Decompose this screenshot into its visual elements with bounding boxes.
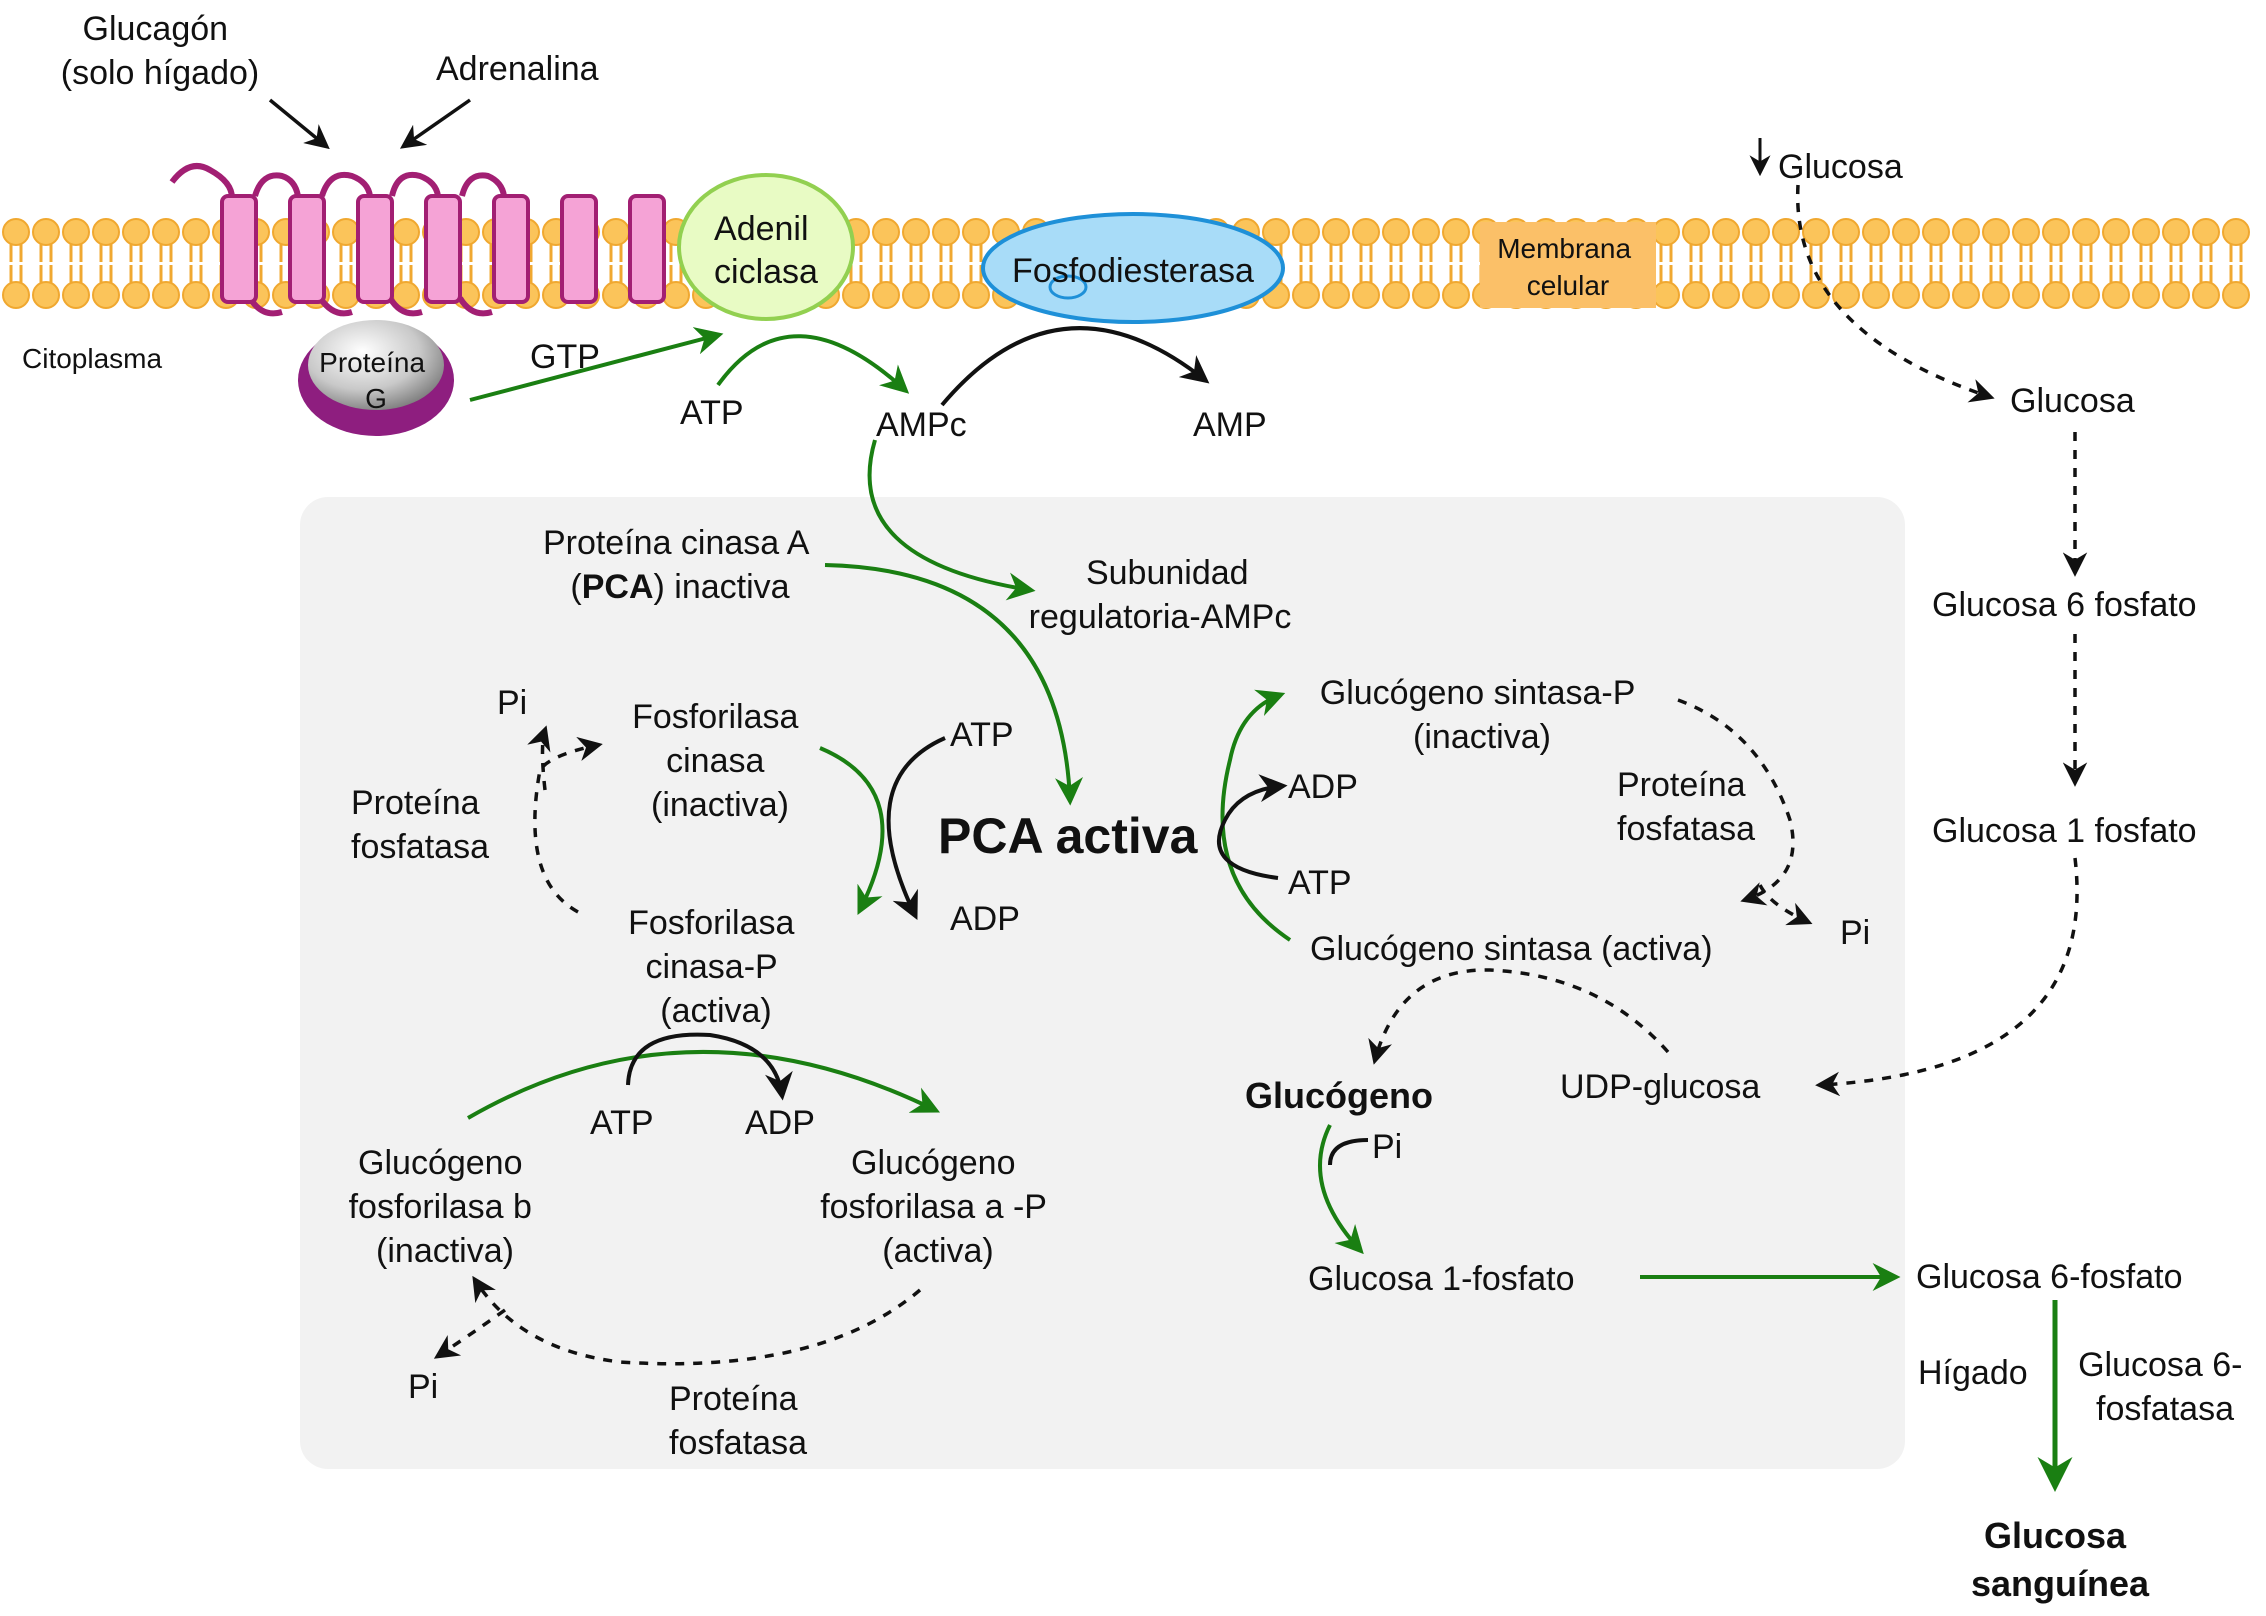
glycogen-to-g1p-arrow <box>1318 1124 1364 1255</box>
adenylyl-cyclase: Adenil ciclasa <box>677 173 855 321</box>
atp-to-adp-right-arrow <box>1217 774 1288 880</box>
receptor-helix <box>424 194 462 304</box>
glycogen-label: Glucógeno <box>1245 1075 1433 1116</box>
adenylyl-cyclase-label: Adenil ciclasa <box>714 210 818 291</box>
phosphorylase-dephosphorylation-arrow <box>472 1275 922 1366</box>
kinase-activation-arrow <box>819 746 885 916</box>
adrenaline-arrow <box>399 98 472 149</box>
phosphodiesterase: Fosfodiesterasa <box>981 212 1285 324</box>
udp-to-glycogen-arrow <box>1368 968 1670 1065</box>
g6p-label: Glucosa 6-fosfato <box>1916 1258 2182 1296</box>
adp-left-label: ADP <box>950 900 1020 938</box>
g6p-right-label: Glucosa 6 fosfato <box>1932 586 2197 624</box>
receptor-helix <box>288 194 326 304</box>
protein-phosphatase-bottom-label: Proteína fosfatasa <box>669 1380 807 1462</box>
atp-to-adp-left-arrow <box>886 736 946 921</box>
pi-release-bottom-arrow <box>433 1308 507 1359</box>
glucose-extracellular-label: Glucosa <box>1778 148 1903 186</box>
campc-to-amp-arrow <box>940 326 1210 407</box>
pi-glycogen-label: Pi <box>1372 1128 1402 1166</box>
receptor-helix <box>628 194 666 304</box>
protein-g: Proteína G <box>298 320 454 436</box>
pi-bottom-left-label: Pi <box>408 1368 438 1406</box>
phosphorylase-kinase-inactive-label: Fosforilasa cinasa (inactiva) <box>632 698 808 824</box>
atp-left-label: ATP <box>950 716 1014 754</box>
atp-right-label: ATP <box>1288 864 1352 902</box>
g6pase-label: Glucosa 6- fosfatasa <box>2078 1346 2252 1428</box>
cytoplasm-label: Citoplasma <box>22 343 162 374</box>
pi-release-left-arrow <box>527 725 551 791</box>
receptor-helix <box>492 194 530 304</box>
pka-inactive-to-active-arrow <box>824 563 1084 806</box>
amp-label: AMP <box>1193 406 1267 444</box>
glycogen-phosphorylase-b-label: Glucógeno fosforilasa b (inactiva) <box>349 1144 542 1270</box>
campc-to-regulatory-arrow <box>867 439 1036 601</box>
liver-label: Hígado <box>1918 1354 2028 1392</box>
pka-inactive-label: Proteína cinasa A (PCA) inactiva <box>543 524 817 606</box>
pi-right-label: Pi <box>1840 914 1870 952</box>
protein-g-label: Proteína G <box>319 347 433 414</box>
receptor-helix <box>356 194 394 304</box>
phosphodiesterase-label: Fosfodiesterasa <box>1012 252 1254 290</box>
membrane-label-box <box>1480 222 1656 308</box>
adrenaline-label: Adrenalina <box>436 50 599 88</box>
atp-top-label: ATP <box>680 394 744 432</box>
adp-bottom-label: ADP <box>745 1104 815 1142</box>
membrane-label: Membrana celular <box>1497 233 1639 301</box>
g1p-to-udp-arrow <box>1815 857 2079 1097</box>
udp-glucose-label: UDP-glucosa <box>1560 1068 1760 1106</box>
receptor-loops <box>169 163 507 317</box>
g1p-label: Glucosa 1-fosfato <box>1308 1260 1574 1298</box>
glucose-intracellular-label: Glucosa <box>2010 382 2135 420</box>
glycogen-phosphorylase-a-label: Glucógeno fosforilasa a -P (activa) <box>820 1144 1056 1270</box>
pi-top-left-label: Pi <box>497 684 527 722</box>
atp-to-campc-arrow <box>716 334 910 394</box>
pi-release-right-arrow <box>1758 884 1813 926</box>
glucagon-label: Glucagón (solo hígado) <box>61 10 259 92</box>
receptor-helix <box>220 194 258 304</box>
synthase-inactivation-arrow <box>1220 689 1292 942</box>
receptor-helix <box>560 194 598 304</box>
blood-glucose-label: Glucosa sanguínea <box>1971 1515 2150 1604</box>
g1p-right-label: Glucosa 1 fosfato <box>1932 812 2197 850</box>
protein-phosphatase-left-label: Proteína fosfatasa <box>351 784 489 866</box>
pi-uptake-arrow <box>1328 1138 1369 1166</box>
glucose-transport-arrow <box>1795 184 1995 403</box>
adp-right-label: ADP <box>1288 768 1358 806</box>
gpcr-receptor <box>169 163 666 317</box>
glycogen-synthase-active-label: Glucógeno sintasa (activa) <box>1310 930 1713 968</box>
cytoplasm-panel <box>300 497 1905 1469</box>
phosphorylase-activation-arrow <box>467 1049 941 1120</box>
g-protein-to-cyclase-arrow <box>469 327 724 402</box>
glycogen-synthase-p-label: Glucógeno sintasa-P (inactiva) <box>1320 674 1644 756</box>
campc-label: AMPc <box>876 406 967 444</box>
atp-bottom-label: ATP <box>590 1104 654 1142</box>
pka-active-label: PCA activa <box>938 808 1199 864</box>
glucagon-arrow <box>268 98 330 150</box>
synthase-dephosphorylation-arrow <box>1677 698 1795 906</box>
atp-to-adp-bottom-arrow <box>626 1032 793 1101</box>
protein-phosphatase-right-label: Proteína fosfatasa <box>1617 766 1755 848</box>
regulatory-subunit-label: Subunidad regulatoria-AMPc <box>1029 554 1292 636</box>
phosphorylase-kinase-active-label: Fosforilasa cinasa-P (activa) <box>628 904 804 1030</box>
